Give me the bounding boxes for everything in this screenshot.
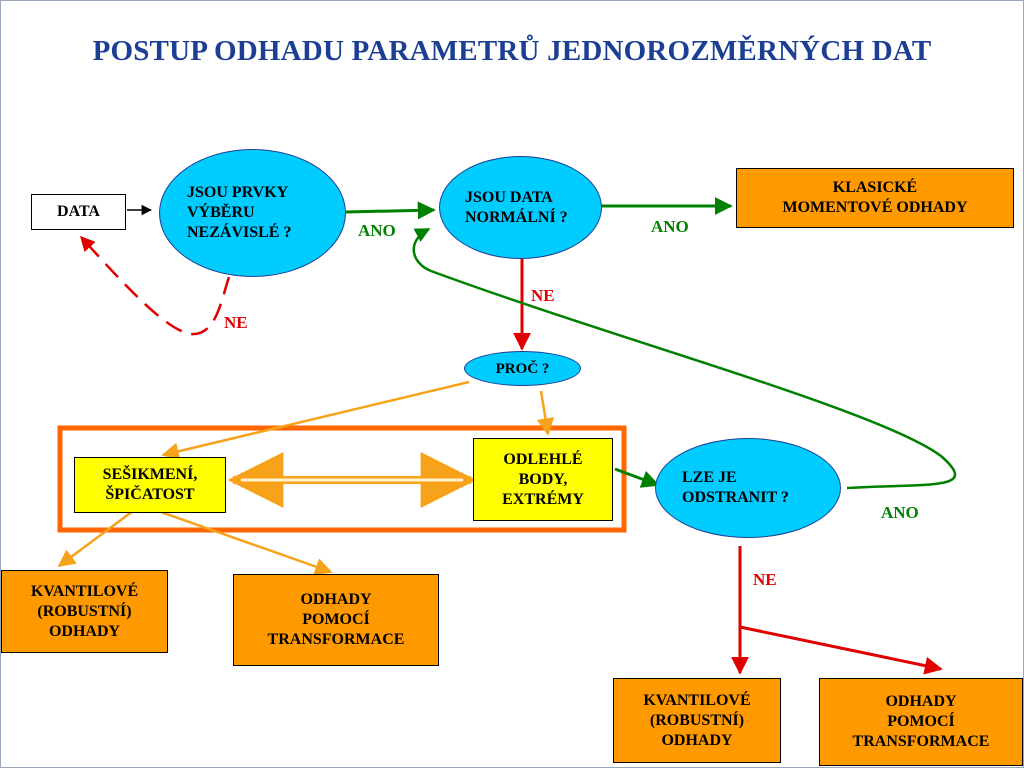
arrow-why-to-outliers (536, 390, 555, 436)
label-ne-normal: NE (531, 286, 555, 305)
label-ne-independent: NE (224, 313, 248, 332)
remove-outliers-decision: LZE JE ODSTRANIT ? (655, 438, 841, 538)
arrow-independent-to-normal (345, 201, 436, 220)
highlight-frame (57, 425, 627, 533)
outliers-box: ODLEHLÉ BODY, EXTRÉMY (473, 438, 613, 521)
arrow-skew-to-quantile (57, 503, 142, 568)
transform-estimates-left-box: ODHADY POMOCÍ TRANSFORMACE (233, 574, 439, 666)
page-title: POSTUP ODHADU PARAMETRŮ JEDNOROZMĚRNÝCH … (92, 35, 932, 67)
independence-decision: JSOU PRVKY VÝBĚRU NEZÁVISLÉ ? (159, 149, 346, 277)
arrow-outliers-to-remove (614, 467, 660, 488)
data-box: DATA (31, 194, 126, 230)
arrow-skew-to-transform (140, 503, 333, 576)
skewness-kurtosis-box: SEŠIKMENÍ, ŠPIČATOST (74, 457, 226, 513)
why-decision: PROČ ? (464, 351, 581, 386)
arrow-remove-back-to-normal (412, 227, 957, 490)
transform-estimates-right-box: ODHADY POMOCÍ TRANSFORMACE (819, 678, 1023, 766)
label-ano-remove: ANO (881, 503, 919, 522)
arrow-not-independent-back (79, 235, 231, 336)
label-ne-remove: NE (753, 570, 777, 589)
normality-decision: JSOU DATA NORMÁLNÍ ? (439, 156, 602, 259)
arrow-why-to-skew (161, 380, 470, 460)
classic-estimates-box: KLASICKÉ MOMENTOVÉ ODHADY (736, 168, 1014, 228)
label-ano-normal: ANO (651, 217, 689, 236)
arrow-remove-to-transform (739, 625, 943, 675)
label-ano-independent: ANO (358, 221, 396, 240)
quantile-estimates-right-box: KVANTILOVÉ (ROBUSTNÍ) ODHADY (613, 678, 781, 763)
quantile-estimates-left-box: KVANTILOVÉ (ROBUSTNÍ) ODHADY (1, 570, 168, 653)
